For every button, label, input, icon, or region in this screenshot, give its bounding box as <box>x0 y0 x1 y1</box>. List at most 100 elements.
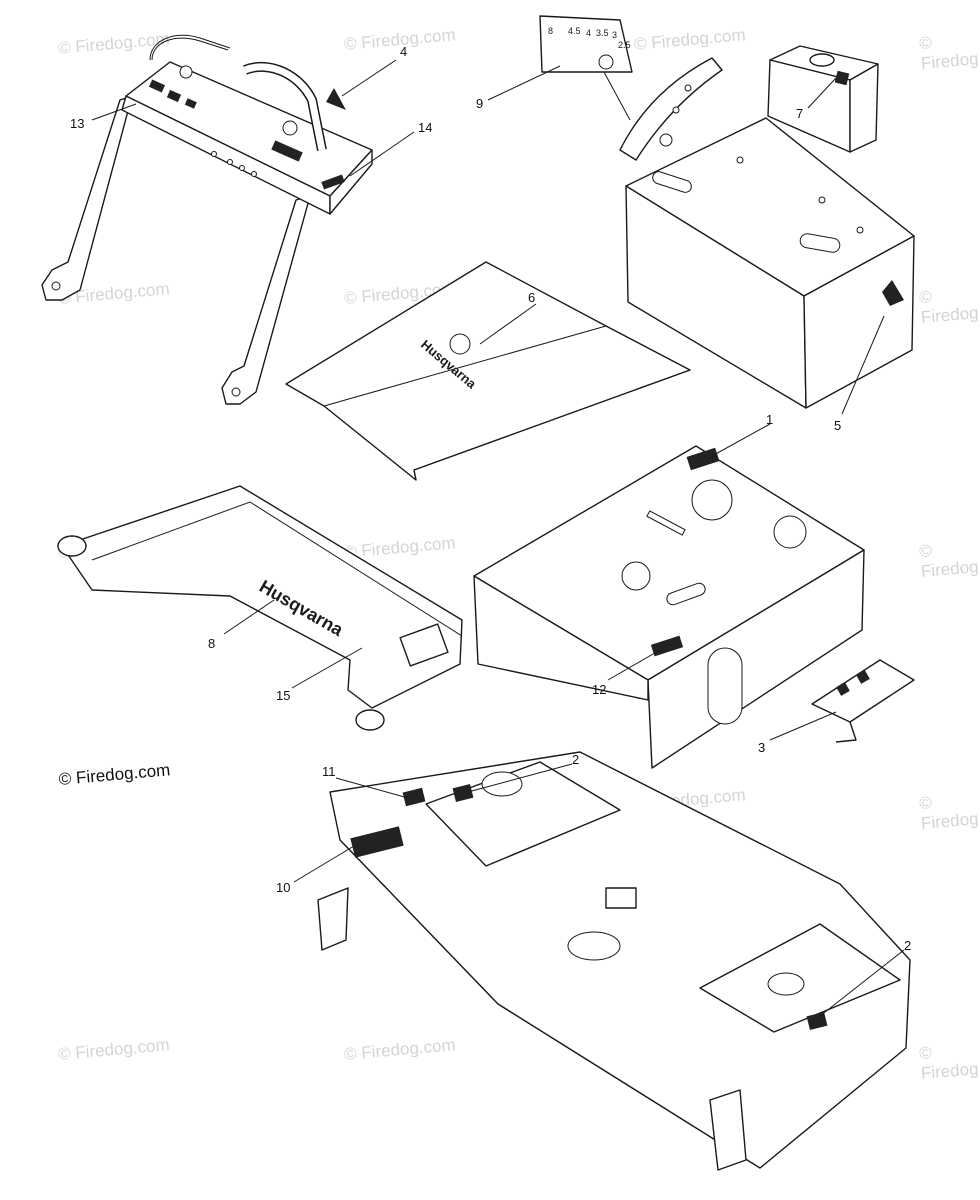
callout-13: 13 <box>70 116 84 131</box>
mount-hole <box>231 387 241 397</box>
gauge-plate <box>619 57 723 161</box>
deck-skirt <box>339 839 761 1169</box>
plate-port <box>773 515 807 549</box>
axle-bracket <box>399 623 449 667</box>
left-handle-arm <box>41 95 133 301</box>
callout-3: 3 <box>758 740 765 755</box>
callout-2b: 2 <box>904 938 911 953</box>
leader-7 <box>807 77 837 109</box>
handle-loop-left-inner <box>151 37 229 61</box>
leader-13 <box>91 103 137 121</box>
callout-7: 7 <box>796 106 803 121</box>
deck-hanger-left <box>317 887 349 951</box>
frame-hole <box>818 196 826 204</box>
callout-12: 12 <box>592 682 606 697</box>
plate-hole <box>672 106 680 114</box>
mower-deck <box>317 751 911 1171</box>
bracket-decal <box>856 670 870 684</box>
callout-11: 11 <box>322 764 336 779</box>
cover-fold <box>323 325 607 407</box>
panel-decal <box>184 98 197 109</box>
panel-decal <box>166 89 182 103</box>
leader-1 <box>711 423 771 457</box>
panel-hole <box>251 171 257 177</box>
callout-9: 9 <box>476 96 483 111</box>
gauge-number: 8 <box>548 26 553 36</box>
brand-decal-5 <box>882 280 904 306</box>
gauge-number: 2.5 <box>618 40 631 50</box>
seat-frame <box>625 117 915 409</box>
gauge-dial <box>598 54 614 70</box>
bracket-leg <box>835 721 857 743</box>
axle-pivot-right <box>355 709 385 731</box>
frame-hole <box>856 226 864 234</box>
axle-beam <box>61 485 463 709</box>
plate-hole <box>684 84 692 92</box>
tank-decal <box>834 70 850 86</box>
leader-9 <box>487 65 561 101</box>
brand-decal-10 <box>350 826 404 858</box>
frame-hole <box>736 156 744 164</box>
cover-edge <box>413 369 691 471</box>
plate-slot <box>666 582 706 606</box>
tank-cap <box>809 53 835 67</box>
frame-slot <box>799 233 841 253</box>
warning-decal-11 <box>402 787 426 807</box>
warning-decal-2b <box>806 1012 828 1030</box>
gauge-number: 3.5 <box>596 28 609 38</box>
right-handle-arm <box>221 195 311 405</box>
deck-pad <box>605 887 637 909</box>
leader-lines <box>91 59 905 1017</box>
leader-9b <box>603 71 631 121</box>
callout-4: 4 <box>400 44 407 59</box>
cover-plate: Husqvarna <box>285 261 691 481</box>
leader-10 <box>293 845 355 883</box>
gauge-number: 3 <box>612 30 617 40</box>
panel-switch <box>282 120 298 136</box>
main-frame-plate <box>473 445 865 769</box>
deck-hanger-right <box>709 1089 747 1171</box>
warning-decal-1 <box>686 447 720 471</box>
leader-8 <box>223 599 275 635</box>
frame-slot <box>652 171 692 193</box>
leader-15 <box>291 647 363 689</box>
callout-6: 6 <box>528 290 535 305</box>
handle-loop-right-inner <box>243 63 326 151</box>
gauge-number: 4 <box>586 28 591 38</box>
plate-port <box>621 561 651 591</box>
leader-3 <box>769 711 837 741</box>
spindle-right <box>767 972 805 996</box>
mount-hole <box>51 281 61 291</box>
pedal-bracket <box>811 659 915 743</box>
brand-logo <box>449 333 471 355</box>
callout-15: 15 <box>276 688 290 703</box>
leader-11 <box>335 777 409 799</box>
tank-side <box>849 63 879 153</box>
panel-hole <box>227 159 233 165</box>
panel-side <box>329 149 373 215</box>
callout-labels: 13 4 14 9 7 6 5 1 8 15 12 3 2 11 10 2 <box>70 44 911 953</box>
callout-2a: 2 <box>572 752 579 767</box>
spindle-center <box>567 931 621 961</box>
leader-4 <box>341 59 397 97</box>
gauge-number: 4.5 <box>568 26 581 36</box>
callout-10: 10 <box>276 880 290 895</box>
leader-2b <box>819 949 905 1017</box>
panel-hole <box>239 165 245 171</box>
plate-front <box>473 575 649 701</box>
callout-8: 8 <box>208 636 215 651</box>
brand-decal-14 <box>321 174 345 190</box>
panel-decal <box>271 140 303 162</box>
warning-decal-2a <box>452 784 474 802</box>
plate-side <box>647 549 865 769</box>
plate-port <box>691 479 733 521</box>
panel-hole <box>211 151 217 157</box>
callout-5: 5 <box>834 418 841 433</box>
axle-edge <box>91 501 463 637</box>
handle-loop-left <box>149 34 231 61</box>
gauge-decal-assembly: 8 4.5 4 3.5 3 2.5 <box>539 15 723 161</box>
front-axle-assembly: Husqvarna <box>57 485 463 731</box>
callout-14: 14 <box>418 120 432 135</box>
bracket-decal <box>836 682 850 696</box>
